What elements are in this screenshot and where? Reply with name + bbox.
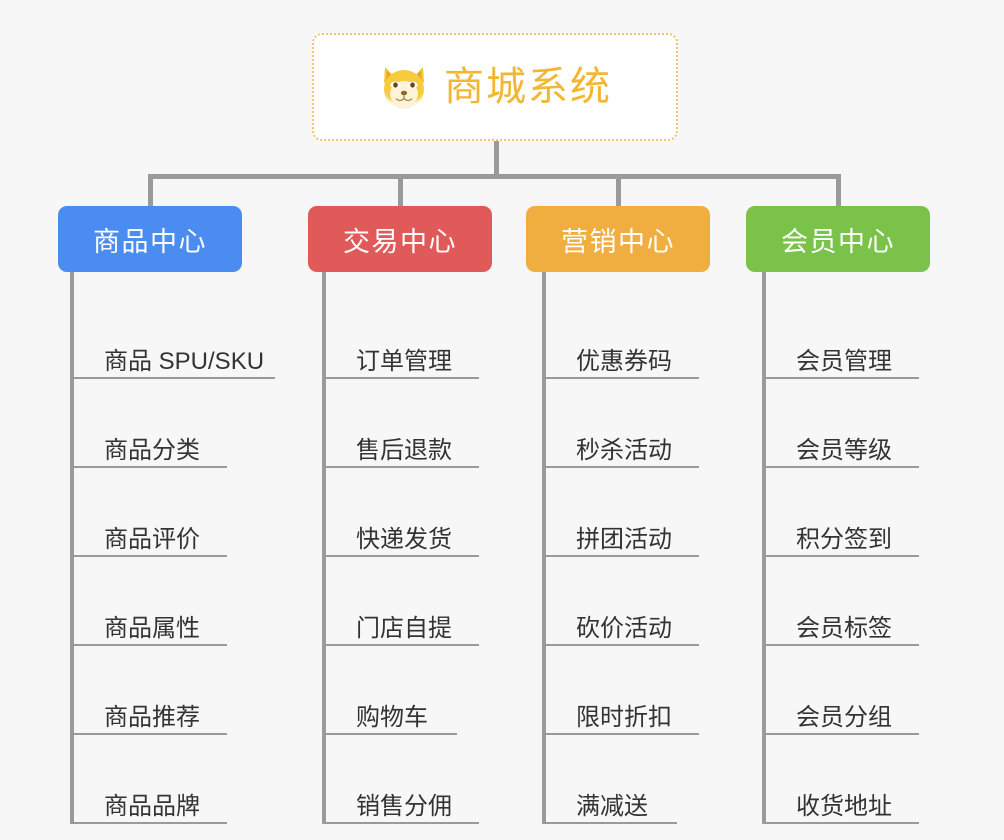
leaf-item[interactable]: 购物车 — [322, 646, 457, 735]
leaf-item-label: 会员标签 — [796, 614, 892, 642]
connector-drop-marketing-center — [616, 174, 621, 208]
category-header-label: 商品中心 — [93, 226, 207, 257]
leaf-item-label: 积分签到 — [796, 525, 892, 553]
leaf-item-label: 订单管理 — [356, 347, 452, 375]
leaf-item[interactable]: 会员分组 — [762, 646, 919, 735]
leaf-item[interactable]: 砍价活动 — [542, 557, 699, 646]
root-node[interactable]: 商城系统 — [312, 33, 678, 141]
leaf-item[interactable]: 秒杀活动 — [542, 379, 699, 468]
leaf-item-label: 商品评价 — [104, 525, 200, 553]
leaf-item-label: 限时折扣 — [576, 703, 672, 731]
column-spine-marketing-center — [542, 272, 546, 824]
leaf-item-label: 满减送 — [576, 792, 648, 820]
leaf-item-label: 秒杀活动 — [576, 436, 672, 464]
leaf-item[interactable]: 拼团活动 — [542, 468, 699, 557]
leaf-item-label: 购物车 — [356, 703, 428, 731]
leaf-item[interactable]: 商品 SPU/SKU — [70, 290, 275, 379]
leaf-item[interactable]: 优惠券码 — [542, 290, 699, 379]
leaf-item-label: 商品品牌 — [104, 792, 200, 820]
leaf-item-label: 售后退款 — [356, 436, 452, 464]
leaf-item[interactable]: 收货地址 — [762, 735, 919, 824]
leaf-item-label: 拼团活动 — [576, 525, 672, 553]
leaf-item-label: 商品推荐 — [104, 703, 200, 731]
leaf-item[interactable]: 商品品牌 — [70, 735, 227, 824]
leaf-item-label: 商品 SPU/SKU — [104, 347, 265, 375]
leaf-item-label: 优惠券码 — [576, 347, 672, 375]
column-spine-member-center — [762, 272, 766, 824]
leaf-item[interactable]: 订单管理 — [322, 290, 479, 379]
category-header-trade-center[interactable]: 交易中心 — [308, 206, 492, 272]
leaf-item-label: 会员管理 — [796, 347, 892, 375]
root-title: 商城系统 — [444, 65, 612, 109]
leaf-item-label: 会员等级 — [796, 436, 892, 464]
leaf-item-label: 快递发货 — [356, 525, 452, 553]
column-spine-product-center — [70, 272, 74, 824]
leaf-item[interactable]: 商品分类 — [70, 379, 227, 468]
category-header-product-center[interactable]: 商品中心 — [58, 206, 242, 272]
connector-horizontal-bus — [148, 174, 841, 179]
leaf-item-label: 门店自提 — [356, 614, 452, 642]
category-header-label: 交易中心 — [343, 226, 457, 257]
connector-drop-trade-center — [398, 174, 403, 208]
leaf-item[interactable]: 商品推荐 — [70, 646, 227, 735]
leaf-item-label: 销售分佣 — [356, 792, 452, 820]
leaf-item-label: 收货地址 — [796, 792, 892, 820]
leaf-item[interactable]: 销售分佣 — [322, 735, 479, 824]
leaf-item[interactable]: 积分签到 — [762, 468, 919, 557]
leaf-item[interactable]: 快递发货 — [322, 468, 479, 557]
leaf-item[interactable]: 会员标签 — [762, 557, 919, 646]
column-spine-trade-center — [322, 272, 326, 824]
category-header-label: 会员中心 — [781, 226, 895, 257]
category-header-marketing-center[interactable]: 营销中心 — [526, 206, 710, 272]
leaf-item[interactable]: 满减送 — [542, 735, 677, 824]
category-header-member-center[interactable]: 会员中心 — [746, 206, 930, 272]
connector-root-stem — [494, 141, 499, 177]
leaf-item[interactable]: 门店自提 — [322, 557, 479, 646]
leaf-item-label: 砍价活动 — [576, 614, 672, 642]
category-header-label: 营销中心 — [561, 226, 675, 257]
connector-drop-member-center — [836, 174, 841, 208]
leaf-item[interactable]: 会员管理 — [762, 290, 919, 379]
leaf-item-label: 商品属性 — [104, 614, 200, 642]
connector-drop-product-center — [148, 174, 153, 208]
leaf-item-label: 会员分组 — [796, 703, 892, 731]
leaf-item-label: 商品分类 — [104, 436, 200, 464]
dog-face-icon — [378, 61, 430, 113]
leaf-item[interactable]: 会员等级 — [762, 379, 919, 468]
leaf-item[interactable]: 售后退款 — [322, 379, 479, 468]
leaf-item[interactable]: 限时折扣 — [542, 646, 699, 735]
leaf-item[interactable]: 商品属性 — [70, 557, 227, 646]
leaf-item[interactable]: 商品评价 — [70, 468, 227, 557]
